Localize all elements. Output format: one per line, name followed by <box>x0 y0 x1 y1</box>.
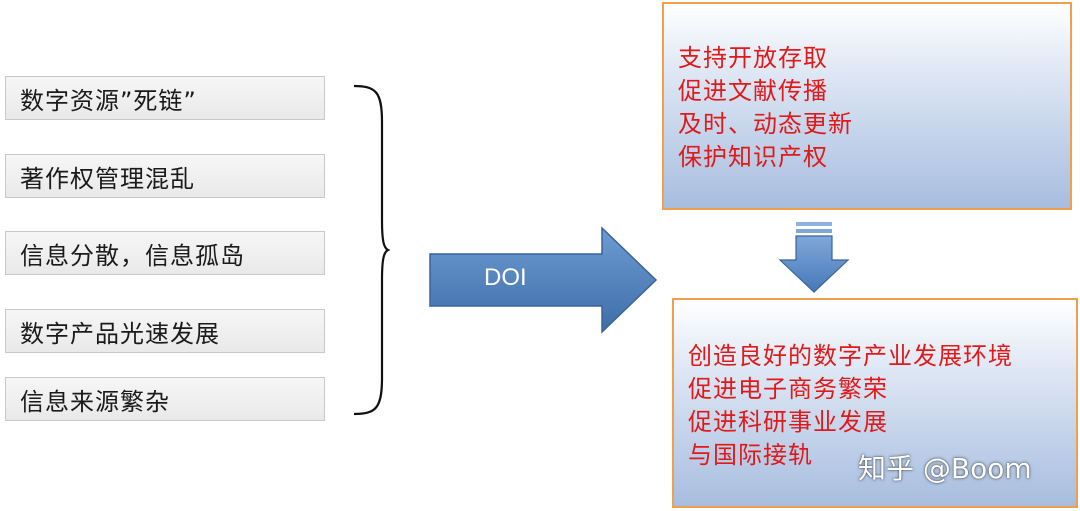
problem-box-1: 数字资源”死链” <box>5 76 325 120</box>
benefit-line: 促进电子商务繁荣 <box>688 375 888 403</box>
benefit-line: 保护知识产权 <box>678 143 828 171</box>
problem-label: 信息来源繁杂 <box>20 387 170 416</box>
down-arrow-icon <box>778 222 850 293</box>
benefit-line: 促进文献传播 <box>678 77 828 105</box>
benefit-line: 与国际接轨 <box>688 441 813 469</box>
problem-box-5: 信息来源繁杂 <box>5 377 325 421</box>
benefit-box-bottom: 创造良好的数字产业发展环境 促进电子商务繁荣 促进科研事业发展 与国际接轨 <box>672 298 1078 508</box>
problem-label: 著作权管理混乱 <box>20 164 195 193</box>
problem-label: 数字产品光速发展 <box>20 319 220 348</box>
benefit-line: 支持开放存取 <box>678 44 828 72</box>
problem-box-4: 数字产品光速发展 <box>5 309 325 353</box>
benefit-box-top: 支持开放存取 促进文献传播 及时、动态更新 保护知识产权 <box>662 2 1072 210</box>
problem-label: 信息分散，信息孤岛 <box>20 241 245 270</box>
benefit-line: 创造良好的数字产业发展环境 <box>688 342 1013 370</box>
benefit-line: 促进科研事业发展 <box>688 408 888 436</box>
problem-box-3: 信息分散，信息孤岛 <box>5 231 325 275</box>
right-brace <box>353 84 390 416</box>
problem-label: 数字资源”死链” <box>20 86 197 115</box>
benefit-line: 及时、动态更新 <box>678 110 853 138</box>
right-arrow-icon <box>429 226 658 334</box>
problem-box-2: 著作权管理混乱 <box>5 154 325 198</box>
arrow-label: DOI <box>484 264 527 291</box>
watermark: 知乎 @Boom <box>858 452 1032 485</box>
